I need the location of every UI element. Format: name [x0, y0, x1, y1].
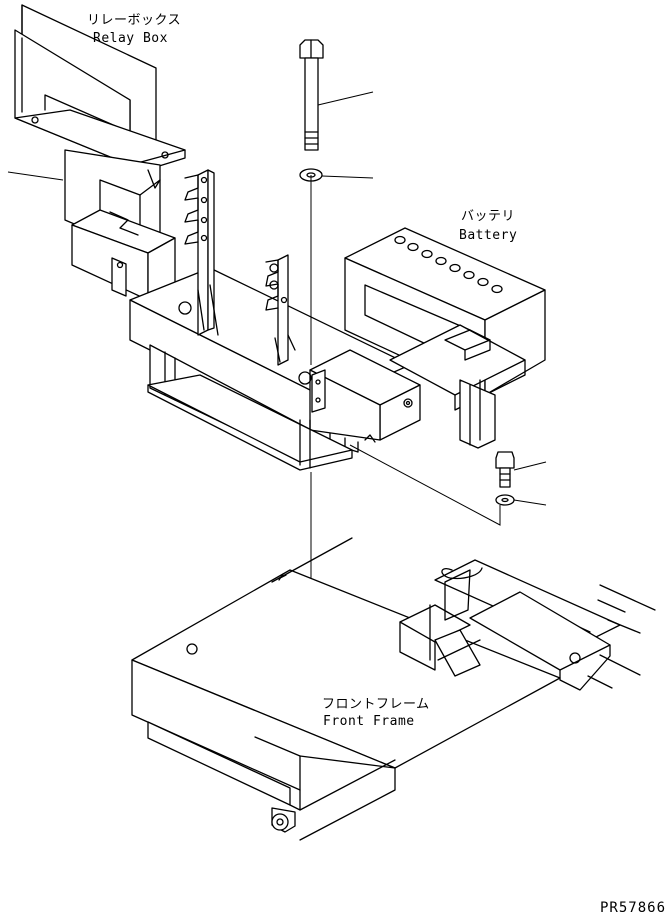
battery-cells	[394, 235, 503, 294]
terminal-strip-left	[184, 174, 208, 245]
relay-box-label-jp: リレーボックス	[87, 13, 181, 28]
drawing-code: PR57866	[600, 900, 666, 915]
bolt-right	[495, 451, 515, 488]
leader-lines	[7, 91, 547, 506]
front-frame	[131, 537, 656, 841]
front-frame-label-jp: フロントフレーム	[322, 697, 430, 712]
washer-right	[495, 494, 515, 506]
front-frame-label-en: Front Frame	[323, 714, 415, 729]
left-switch-box	[71, 209, 176, 301]
battery	[344, 227, 546, 449]
relay-box-label-en: Relay Box	[93, 31, 168, 46]
battery-label-en: Battery	[459, 228, 517, 243]
bolt-top	[299, 39, 324, 151]
battery-mount-frame	[129, 169, 421, 471]
terminal-strip-right	[265, 259, 288, 311]
relay-box	[14, 4, 186, 246]
battery-label-jp: バッテリ	[461, 209, 515, 224]
